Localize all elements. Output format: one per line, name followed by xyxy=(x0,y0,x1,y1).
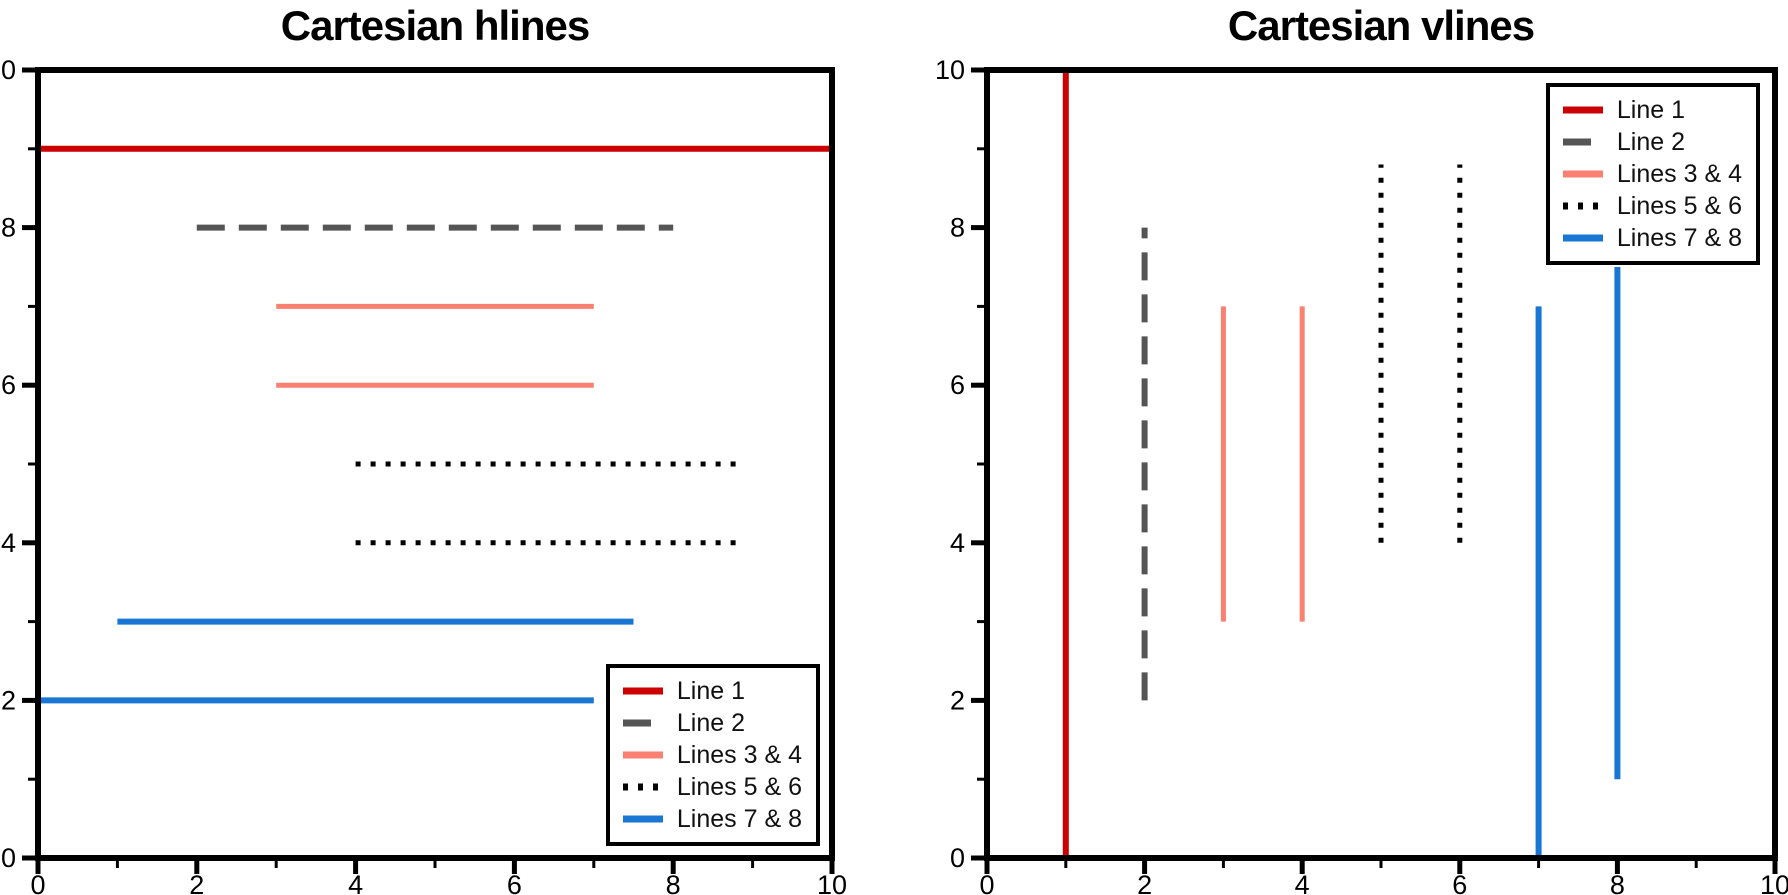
x-tick-label: 10 xyxy=(1760,870,1788,895)
legend-swatch-icon xyxy=(1562,234,1603,242)
legend: Line 1 Line 2 Lines 3 & 4 Lines 5 & 6 Lines … xyxy=(1545,83,1760,265)
legend-label: Lines 5 & 6 xyxy=(676,772,802,801)
x-tick-label: 2 xyxy=(189,870,204,895)
legend-label: Line 1 xyxy=(1616,95,1686,124)
y-tick-label: 0 xyxy=(950,843,965,873)
plot-area: 0 2 4 6 8 10 0 2 4 6 8 10 xyxy=(0,55,847,895)
y-tick-label: 8 xyxy=(1,213,16,243)
y-tick-label: 0 xyxy=(1,843,16,873)
legend-swatch-icon xyxy=(622,815,663,823)
y-tick-label: 4 xyxy=(950,528,965,558)
y-tick-label: 10 xyxy=(935,55,965,85)
legend-label: Line 1 xyxy=(676,676,746,705)
legend-swatch-icon xyxy=(1562,138,1603,146)
legend-item: Lines 5 & 6 xyxy=(1562,191,1742,221)
legend-label: Lines 5 & 6 xyxy=(1616,191,1742,220)
legend-item: Line 1 xyxy=(622,676,802,706)
legend-label: Lines 3 & 4 xyxy=(1616,159,1742,188)
legend: Line 1 Line 2 Lines 3 & 4 Lines 5 & 6 Lines … xyxy=(605,664,820,846)
x-tick-label: 0 xyxy=(979,870,994,895)
legend-item: Lines 3 & 4 xyxy=(622,740,802,770)
x-tick-label: 6 xyxy=(1452,870,1467,895)
x-tick-label: 8 xyxy=(1610,870,1625,895)
legend-swatch-icon xyxy=(1562,202,1603,210)
legend-item: Line 2 xyxy=(622,708,802,738)
x-tick-label: 8 xyxy=(666,870,681,895)
chart-title: Cartesian hlines xyxy=(280,2,590,49)
y-tick-label: 4 xyxy=(1,528,16,558)
spine-box xyxy=(35,67,835,861)
x-tick-label: 4 xyxy=(348,870,363,895)
legend-swatch-icon xyxy=(622,783,663,791)
plot-area: 0 2 4 6 8 10 0 2 4 6 8 10 xyxy=(935,55,1788,895)
legend-label: Lines 7 & 8 xyxy=(676,804,802,833)
legend-item: Lines 7 & 8 xyxy=(1562,223,1742,253)
x-tick-label: 6 xyxy=(507,870,522,895)
spine-box xyxy=(984,67,1778,861)
x-tick-label: 10 xyxy=(817,870,847,895)
legend-item: Line 1 xyxy=(1562,95,1742,125)
legend-label: Line 2 xyxy=(1616,127,1686,156)
y-tick-label: 6 xyxy=(950,370,965,400)
legend-item: Line 2 xyxy=(1562,127,1742,157)
x-tick-label: 2 xyxy=(1137,870,1152,895)
legend-swatch-icon xyxy=(622,687,663,695)
legend-item: Lines 3 & 4 xyxy=(1562,159,1742,189)
legend-item: Lines 7 & 8 xyxy=(622,804,802,834)
legend-swatch-icon xyxy=(622,719,663,727)
legend-label: Line 2 xyxy=(676,708,746,737)
legend-label: Lines 7 & 8 xyxy=(1616,223,1742,252)
y-tick-label: 6 xyxy=(1,370,16,400)
y-tick-label: 2 xyxy=(1,685,16,715)
chart-title: Cartesian vlines xyxy=(1227,2,1535,49)
y-tick-label: 10 xyxy=(0,55,16,85)
x-tick-label: 0 xyxy=(30,870,45,895)
legend-item: Lines 5 & 6 xyxy=(622,772,802,802)
legend-swatch-icon xyxy=(1562,106,1603,114)
y-tick-label: 8 xyxy=(950,213,965,243)
legend-label: Lines 3 & 4 xyxy=(676,740,802,769)
x-tick-label: 4 xyxy=(1295,870,1310,895)
legend-swatch-icon xyxy=(1562,170,1603,178)
legend-swatch-icon xyxy=(622,751,663,759)
y-tick-label: 2 xyxy=(950,685,965,715)
